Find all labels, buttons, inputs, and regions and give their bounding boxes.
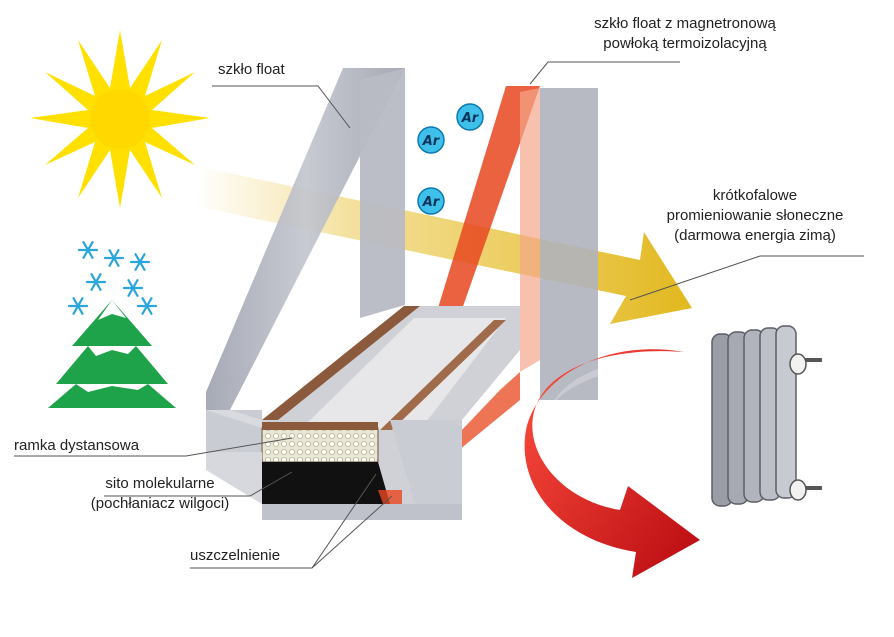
float-glass-pane [206, 68, 405, 452]
label-coated-glass-line2: powłoką termoizolacyjną [603, 35, 767, 52]
argon-molecule: Ar [456, 103, 484, 131]
snowflake-icon [136, 297, 158, 315]
argon-label: Ar [422, 195, 441, 210]
argon-molecules: Ar Ar Ar [417, 103, 484, 215]
leader-lines [14, 61, 864, 569]
label-solar-radiation-line3: (darmowa energia zimą) [674, 227, 836, 244]
snowflake-icon [77, 241, 99, 259]
argon-label: Ar [461, 111, 480, 126]
sealant [262, 462, 390, 504]
label-float-glass: szkło float [218, 61, 285, 78]
argon-molecule: Ar [417, 187, 445, 215]
molecular-sieve [261, 427, 379, 463]
label-molecular-sieve-line2: (pochłaniacz wilgoci) [90, 495, 230, 512]
label-coated-glass: szkło float z magnetronową powłoką termo… [540, 14, 830, 54]
heat-reflection-arrow [524, 349, 700, 578]
sun-icon [30, 30, 210, 208]
tree-icon [48, 300, 176, 408]
label-coated-glass-line1: szkło float z magnetronową [594, 15, 776, 32]
label-molecular-sieve-line1: sito molekularne [105, 475, 215, 492]
spacer-frame-edge [262, 422, 378, 430]
label-molecular-sieve: sito molekularne (pochłaniacz wilgoci) [60, 474, 260, 514]
snowflake-icon [129, 253, 151, 271]
snowflake-icon [85, 273, 107, 291]
label-seal: uszczelnienie [190, 547, 281, 564]
argon-label: Ar [422, 134, 441, 149]
snowflake-icon [67, 297, 89, 315]
snowflake-icon [103, 249, 125, 267]
snowflake-icon [122, 279, 144, 297]
snowflakes [67, 241, 158, 315]
radiator-icon [711, 325, 822, 507]
label-solar-radiation-line2: promieniowanie słoneczne [666, 207, 844, 224]
label-solar-radiation: krótkofalowe promieniowanie słoneczne (d… [630, 186, 880, 246]
argon-molecule: Ar [417, 126, 445, 154]
spacer-assembly [206, 306, 520, 520]
label-spacer-frame: ramka dystansowa [14, 437, 140, 454]
label-solar-radiation-line1: krótkofalowe [712, 187, 798, 204]
